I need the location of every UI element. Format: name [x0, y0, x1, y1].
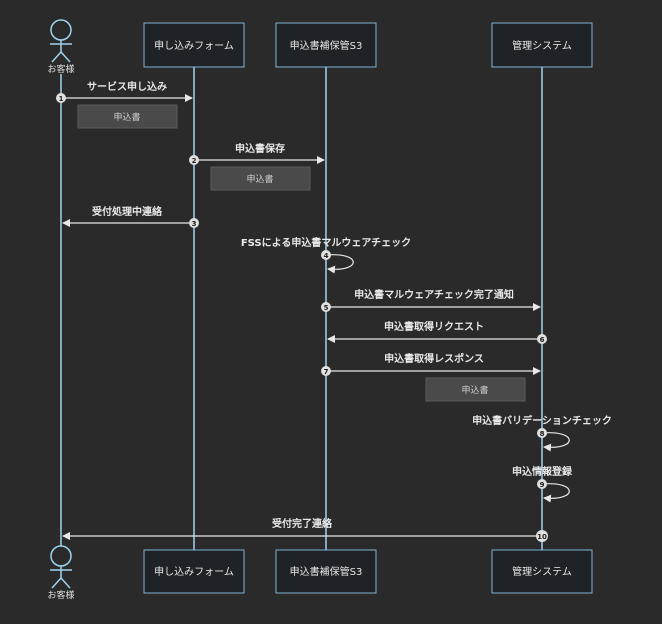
message-8-badge	[537, 428, 547, 438]
participant-label-s3-top: 申込書補保管S3	[290, 39, 363, 52]
message-3-num: 3	[192, 220, 197, 228]
message-6-badge	[537, 334, 547, 344]
message-8-arrow	[541, 432, 570, 452]
message-3-label: 受付処理中連絡	[92, 205, 163, 218]
participant-label-form-bottom: 申し込みフォーム	[154, 565, 234, 578]
participant-box-s3-top	[275, 22, 377, 68]
actor-label-bottom: お客様	[47, 589, 74, 601]
actor-label-top: お客様	[47, 63, 74, 75]
participant-box-s3-bottom	[275, 549, 377, 594]
message-9-label: 申込情報登録	[512, 465, 573, 478]
message-4-num: 4	[324, 252, 329, 260]
message-9-arrow	[541, 483, 570, 503]
participant-label-form-top: 申し込みフォーム	[154, 39, 234, 52]
message-4-arrow	[325, 254, 354, 274]
note-3-label: 申込書	[461, 384, 488, 396]
message-1-num: 1	[59, 95, 64, 103]
note-1	[77, 104, 178, 129]
message-7-num: 7	[324, 368, 329, 376]
note-3	[425, 377, 526, 402]
message-5-num: 5	[324, 304, 329, 312]
message-10-badge	[536, 530, 548, 542]
note-1-label: 申込書	[113, 111, 140, 123]
participant-box-admin-top	[491, 22, 593, 68]
message-6-label: 申込書取得リクエスト	[384, 320, 484, 333]
message-8-label: 申込書バリデーションチェック	[472, 414, 612, 427]
message-8-num: 8	[540, 430, 545, 438]
message-4-badge	[321, 250, 331, 260]
note-2	[210, 166, 311, 191]
participant-box-form-top	[143, 22, 245, 68]
message-9-badge	[537, 479, 547, 489]
message-5-badge	[321, 302, 331, 312]
message-1-badge	[56, 93, 66, 103]
message-5-label: 申込書マルウェアチェック完了通知	[354, 288, 514, 301]
participant-box-form-bottom	[143, 549, 245, 594]
message-2-num: 2	[192, 157, 197, 165]
actor-customer-bottom	[50, 545, 72, 589]
participant-label-admin-top: 管理システム	[512, 39, 572, 52]
message-1-label: サービス申し込み	[87, 80, 167, 93]
message-2-badge	[189, 155, 199, 165]
participant-box-admin-bottom	[491, 549, 593, 594]
participant-label-s3-bottom: 申込書補保管S3	[290, 565, 363, 578]
message-2-label: 申込書保存	[235, 142, 285, 155]
message-10-num: 10	[537, 533, 547, 541]
participant-label-admin-bottom: 管理システム	[512, 565, 572, 578]
message-3-badge	[189, 218, 199, 228]
actor-customer-top	[50, 19, 72, 63]
message-7-label: 申込書取得レスポンス	[384, 352, 484, 365]
message-4-label: FSSによる申込書マルウェアチェック	[241, 236, 411, 249]
message-10-label: 受付完了連絡	[272, 517, 333, 530]
message-7-badge	[321, 366, 331, 376]
message-6-num: 6	[540, 336, 545, 344]
message-9-num: 9	[540, 481, 545, 489]
note-2-label: 申込書	[246, 173, 273, 185]
